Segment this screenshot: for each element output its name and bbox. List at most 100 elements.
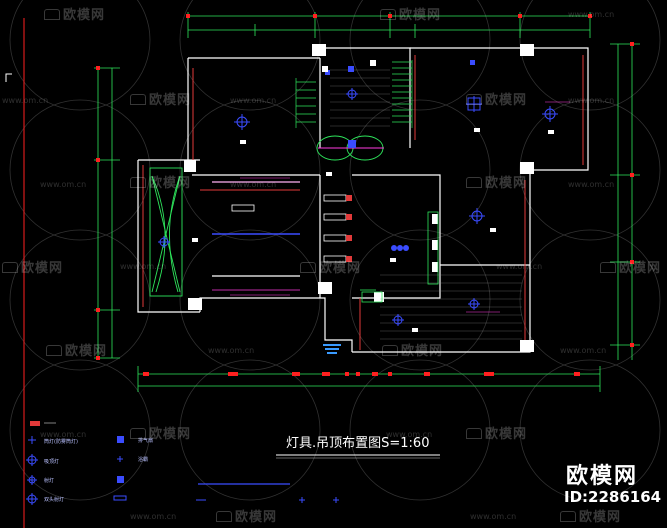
legend-cross-small-2-icon xyxy=(333,497,339,503)
watermark-url: www.om.cn xyxy=(2,96,49,105)
dual-lamp-icon xyxy=(26,493,38,505)
dimension-top-ticks xyxy=(186,14,592,18)
legend-label-dual-lamp: 双头射灯 xyxy=(44,497,65,503)
watermark-logo: 欧模网 xyxy=(560,506,621,525)
watermark-text: 欧模网 xyxy=(579,510,622,525)
legend-cross-small-icon xyxy=(299,497,305,503)
linear-lights xyxy=(212,181,300,291)
ceiling-lamps xyxy=(158,88,558,326)
fixture-oval-center xyxy=(348,140,356,148)
watermark-logo: 欧模网 xyxy=(466,423,527,442)
watermark-logo-icon xyxy=(300,262,316,273)
legend-fixture-4-icon xyxy=(113,495,127,501)
watermark-text: 欧模网 xyxy=(619,261,662,276)
watermark-logo-icon xyxy=(466,177,482,188)
watermark-logo: 欧模网 xyxy=(600,257,661,276)
watermark-logo: 欧模网 xyxy=(216,506,277,525)
watermark-logo-icon xyxy=(46,345,62,356)
watermark-url: www.om.cn xyxy=(386,430,433,439)
wall-red-lines xyxy=(142,55,584,350)
watermark-text: 欧模网 xyxy=(149,427,192,442)
watermark-text: 欧模网 xyxy=(485,176,528,191)
dimension-left xyxy=(94,67,120,359)
watermark-url: www.om.cn xyxy=(208,346,255,355)
entry-symbol xyxy=(323,344,341,354)
dimension-bottom-ticks xyxy=(143,372,580,376)
watermark-logo-icon xyxy=(216,511,232,522)
watermark-text: 欧模网 xyxy=(485,427,528,442)
watermark-logo-icon xyxy=(130,177,146,188)
watermark-logo-icon xyxy=(44,9,60,20)
legend-label-spot-lamp: 射灯 xyxy=(44,478,55,484)
watermark-text: 欧模网 xyxy=(21,261,64,276)
left-room-planter xyxy=(149,167,183,297)
watermark-url: www.om.cn xyxy=(230,96,277,105)
dimension-right xyxy=(610,43,640,360)
watermark-logo: 欧模网 xyxy=(46,340,107,359)
watermark-logo-icon xyxy=(466,94,482,105)
watermark-text: 欧模网 xyxy=(399,8,442,23)
watermark-url: www.om.cn xyxy=(40,180,87,189)
watermark-logo: 欧模网 xyxy=(130,423,191,442)
drawing-title: 灯具.吊顶布置图S=1:60 xyxy=(286,436,430,451)
annotations xyxy=(212,101,570,313)
watermark-text: 欧模网 xyxy=(63,8,106,23)
watermark-url: www.om.cn xyxy=(560,346,607,355)
watermark-url: www.om.cn xyxy=(568,10,615,19)
wall-pillars xyxy=(184,44,534,352)
legend-icons xyxy=(26,421,339,505)
watermark-logo-icon xyxy=(466,428,482,439)
watermark-logo: 欧模网 xyxy=(380,4,441,23)
watermark-logo-icon xyxy=(130,94,146,105)
watermark-text: 欧模网 xyxy=(235,510,278,525)
dimension-bottom xyxy=(137,366,601,392)
legend-label-heater: 浴霸 xyxy=(138,457,149,463)
heater-icon xyxy=(117,456,123,462)
legend-label-cross-lamp: 筒灯(防雾筒灯) xyxy=(44,439,78,445)
watermark-text: 欧模网 xyxy=(485,93,528,108)
legend-label-exhaust-fan: 排气扇 xyxy=(138,438,154,444)
legend-fixture-3-icon xyxy=(117,476,124,483)
watermark-logo: 欧模网 xyxy=(130,172,191,191)
frame-corner xyxy=(5,73,12,82)
ceiling-hatch xyxy=(330,69,522,340)
watermark-url: www.om.cn xyxy=(568,180,615,189)
watermark-text: 欧模网 xyxy=(149,93,192,108)
watermark-text: 欧模网 xyxy=(65,344,108,359)
stairs xyxy=(295,60,413,128)
watermark-logo: 欧模网 xyxy=(466,172,527,191)
white-fixtures xyxy=(192,60,554,332)
watermark-logo-icon xyxy=(2,262,18,273)
brand-name: 欧模网 xyxy=(566,464,639,489)
watermark-url: www.om.cn xyxy=(130,512,177,521)
exhaust-fan-icon xyxy=(117,436,124,443)
legend-label-ceiling-lamp: 吸顶灯 xyxy=(44,459,60,465)
watermark-url: www.om.cn xyxy=(120,262,167,271)
watermark-logo-icon xyxy=(380,9,396,20)
watermark-logo: 欧模网 xyxy=(130,89,191,108)
dimension-left-ticks xyxy=(96,66,100,360)
watermark-logo-icon xyxy=(600,262,616,273)
cabinet-lines xyxy=(360,211,439,303)
small-fixtures xyxy=(325,60,475,251)
watermark-logo-icon xyxy=(130,428,146,439)
watermark-logo: 欧模网 xyxy=(44,4,105,23)
watermark-circles xyxy=(9,0,661,501)
watermark-logo: 欧模网 xyxy=(300,257,361,276)
corridor-lights xyxy=(323,194,347,263)
watermark-logo: 欧模网 xyxy=(382,340,443,359)
watermark-text: 欧模网 xyxy=(401,344,444,359)
watermark-url: www.om.cn xyxy=(230,180,277,189)
spot-lamp-icon xyxy=(27,475,37,485)
brand-id: ID:2286164 xyxy=(564,488,662,506)
watermark-logo: 欧模网 xyxy=(466,89,527,108)
watermark-text: 欧模网 xyxy=(319,261,362,276)
watermark-logo: 欧模网 xyxy=(2,257,63,276)
watermark-logo-icon xyxy=(382,345,398,356)
ceiling-lamp-icon xyxy=(26,454,38,466)
corridor-light-red xyxy=(346,195,352,262)
watermark-url: www.om.cn xyxy=(470,512,517,521)
cross-lamp-icon xyxy=(28,436,36,444)
dimension-right-ticks xyxy=(630,42,634,347)
